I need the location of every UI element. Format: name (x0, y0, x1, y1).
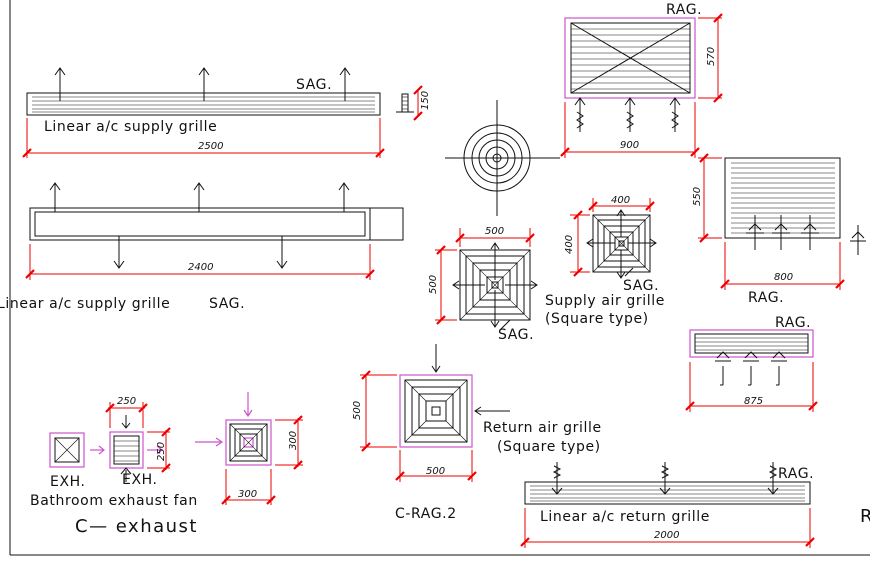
dimension-line (22, 118, 385, 158)
linear-supply-grille-2500: SAG. Linear a/c supply grille 2500 150 (22, 67, 431, 158)
dimension-label: 150 (420, 91, 431, 110)
dimension-line (221, 415, 303, 505)
return-flow-arrow-icon (746, 215, 866, 255)
dimension-line (570, 198, 655, 277)
dimension-label: 400 (611, 195, 630, 206)
c-exhaust-caption: C— exhaust (75, 516, 198, 537)
round-diffuser (445, 100, 560, 216)
linear-supply-grille-label: Linear a/c supply grille (44, 119, 217, 135)
exh-label: EXH. (122, 472, 158, 488)
rag-label: RAG. (748, 290, 784, 306)
linear-return-grille-label: Linear a/c return grille (540, 509, 710, 525)
dimension-label: 250 (117, 396, 136, 407)
section-detail (396, 85, 423, 121)
supply-air-grille-500: SAG. 500 500 (428, 226, 538, 343)
return-air-grille-900x570: RAG. 900 570 (560, 2, 723, 158)
dimension-label: 500 (426, 466, 445, 477)
dimension-label: 500 (428, 275, 439, 294)
return-air-grille-875: RAG. 875 (685, 315, 818, 412)
dimension-label: 500 (485, 226, 504, 237)
c-exhaust-grille-300: 300 300 (195, 392, 303, 505)
dimension-label: 300 (238, 489, 257, 500)
dimension-line (25, 244, 375, 280)
sag-label: SAG. (296, 77, 332, 93)
return-flow-arrow-icon (715, 351, 787, 386)
airflow-arrow-icon (49, 182, 350, 269)
return-air-grille-500: 500 500 (352, 344, 510, 482)
dimension-label: 500 (352, 401, 363, 420)
bathroom-exhaust-fan: EXH. EXH. 250 250 (49, 396, 171, 490)
rag-label: RAG. (775, 315, 811, 331)
edge-label: R (860, 506, 870, 527)
dimension-label: 2400 (188, 262, 213, 273)
dimension-label: 2000 (654, 530, 679, 541)
supply-air-grille-400: SAG. 400 400 (564, 195, 659, 294)
dimension-label: 2500 (198, 141, 223, 152)
rag-label: RAG. (778, 466, 814, 482)
sag-label: SAG. (623, 278, 659, 294)
dimension-label: 875 (744, 396, 763, 407)
rag-label: RAG. (666, 2, 702, 18)
airflow-arrow-icon (586, 209, 657, 279)
dimension-line (520, 508, 815, 548)
exh-label: EXH. (50, 474, 86, 490)
airflow-arrow-icon (121, 415, 131, 482)
dimension-line (435, 228, 535, 325)
dimension-line (698, 153, 845, 290)
bathroom-fan-caption: Bathroom exhaust fan (30, 493, 198, 509)
return-air-grille-800x550: 800 550 RAG. (692, 153, 866, 306)
dimension-label: 800 (774, 272, 793, 283)
supply-grille-caption-type: (Square type) (545, 311, 649, 327)
dimension-label: 300 (288, 431, 299, 450)
sag-label: SAG. (209, 296, 245, 312)
linear-supply-grille-2400: 2400 Linear a/c supply grille SAG. (0, 182, 404, 312)
return-grille-caption-type: (Square type) (497, 439, 601, 455)
dimension-line (360, 370, 477, 482)
dimension-line (685, 362, 818, 412)
return-flow-arrow-icon (574, 97, 681, 132)
linear-supply-grille-label: Linear a/c supply grille (0, 296, 170, 312)
dimension-label: 570 (706, 47, 717, 66)
sag-label: SAG. (498, 327, 534, 343)
dimension-line (105, 402, 171, 473)
return-flow-arrow-icon (551, 462, 779, 495)
supply-grille-caption: Supply air grille (545, 293, 665, 309)
dimension-line (560, 13, 723, 158)
airflow-arrow-icon (452, 242, 538, 328)
airflow-arrow-icon (54, 67, 351, 101)
dimension-label: 400 (564, 235, 575, 254)
return-grille-caption: Return air grille (483, 420, 602, 436)
inflow-arrow-icon (195, 392, 253, 447)
dimension-label: 900 (620, 140, 639, 151)
inflow-arrow-icon (431, 344, 510, 416)
linear-return-grille-2000: RAG. Linear a/c return grille 2000 (520, 462, 815, 548)
sheet-border (9, 0, 870, 556)
c-rag-label: C-RAG.2 (395, 506, 457, 522)
dimension-label: 550 (692, 187, 703, 206)
dimension-label: 250 (156, 442, 167, 461)
